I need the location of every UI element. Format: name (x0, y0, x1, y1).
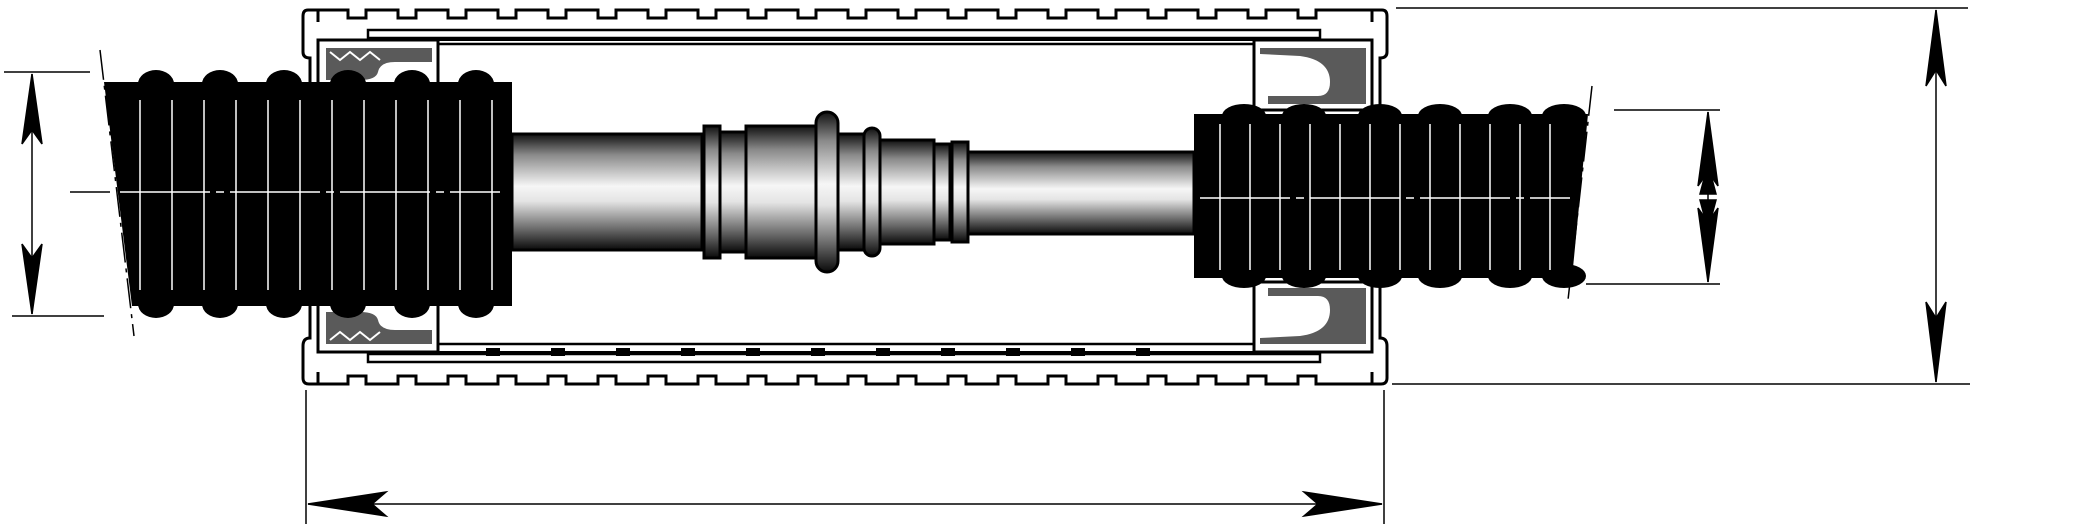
rail-tooth (551, 348, 565, 356)
left-corrugated-pipe (99, 49, 512, 337)
rail-tooth (1006, 348, 1020, 356)
housing-top-wall (318, 8, 1372, 20)
dim-arrow-right-length (1301, 490, 1383, 518)
dimension-lines (4, 7, 1970, 524)
bottom-rail-teeth (486, 348, 1150, 356)
housing-right-end (1370, 8, 1389, 386)
rail-tooth (616, 348, 630, 356)
dim-arrow-up-housing (1925, 9, 1947, 87)
central-shaft (510, 110, 1196, 274)
housing-shell (301, 8, 1389, 386)
housing-left-end (301, 8, 320, 386)
right-seal-bottom (1252, 280, 1374, 354)
rail-tooth (486, 348, 500, 356)
housing-bottom-wall (318, 374, 1372, 386)
dim-arrow-left-length (307, 490, 389, 518)
rail-tooth (746, 348, 760, 356)
rail-tooth (1136, 348, 1150, 356)
dim-arrow-down-housing (1925, 301, 1947, 383)
rail-tooth (876, 348, 890, 356)
housing-rails (366, 28, 1322, 364)
right-corrugated-pipe (1194, 85, 1593, 301)
rail-tooth (811, 348, 825, 356)
dim-arrow-down-left (21, 243, 43, 315)
rail-tooth (1071, 348, 1085, 356)
rail-tooth (681, 348, 695, 356)
rail-tooth (941, 348, 955, 356)
dim-arrow-up-left (21, 73, 43, 145)
right-seal-top (1252, 38, 1374, 112)
